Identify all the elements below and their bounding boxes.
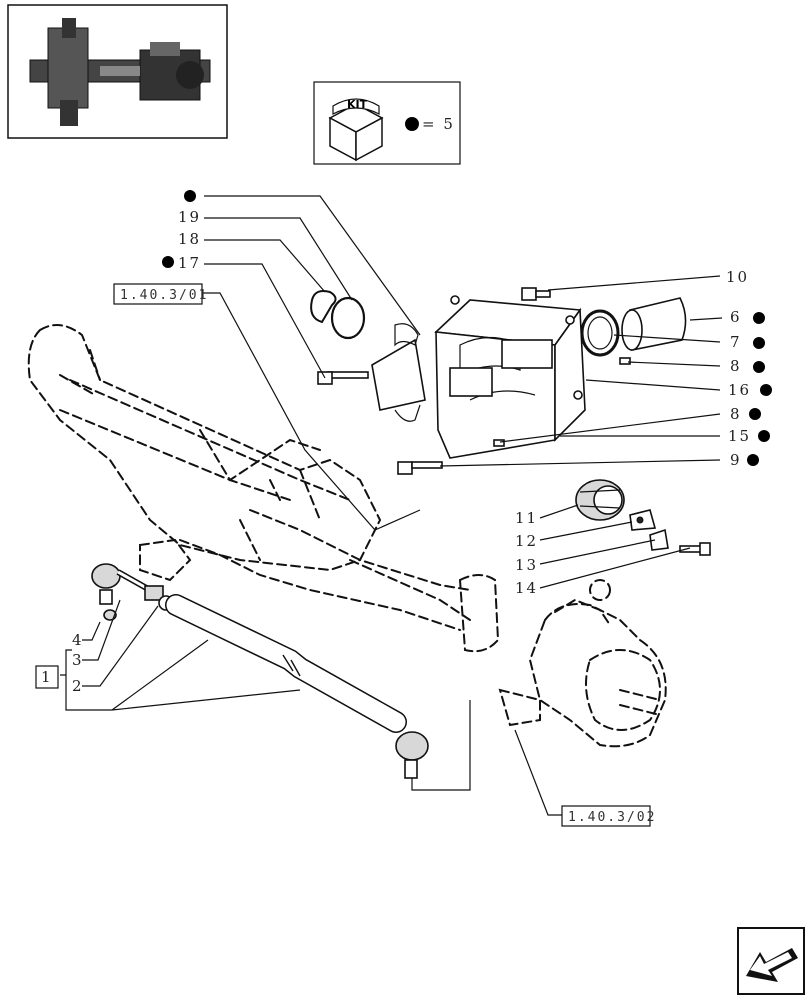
kit-legend: KIT = 5 bbox=[313, 81, 461, 165]
callout-18: 18 bbox=[178, 230, 201, 248]
kit-marker-dot bbox=[753, 361, 765, 373]
callout-19: 19 bbox=[178, 208, 201, 226]
axle-thumbnail[interactable] bbox=[7, 4, 228, 139]
kit-legend-text: = 5 bbox=[422, 115, 455, 133]
pin-8a bbox=[619, 357, 631, 365]
reference-top-text: 1.40.3/01 bbox=[120, 288, 208, 303]
callout-14: 14 bbox=[515, 579, 538, 597]
bolt-10 bbox=[521, 287, 551, 301]
bushing-6 bbox=[621, 297, 687, 351]
callout-1-box bbox=[35, 665, 59, 689]
callout-13: 13 bbox=[515, 556, 538, 574]
kit-marker-dot bbox=[758, 430, 770, 442]
arrow-down-left-icon[interactable] bbox=[737, 927, 805, 995]
callout-2: 2 bbox=[72, 677, 84, 695]
callout-11: 11 bbox=[515, 509, 538, 527]
kit-cube-icon bbox=[328, 98, 384, 162]
axle-housing-outline bbox=[27, 324, 500, 653]
clamp-12 bbox=[629, 509, 657, 531]
kit-marker-dot bbox=[184, 190, 196, 202]
callout-4: 4 bbox=[72, 631, 84, 649]
tie-rod-assembly bbox=[91, 563, 429, 779]
splined-sleeve-11 bbox=[575, 479, 625, 521]
callout-1: 1 bbox=[41, 668, 53, 686]
kit-marker-dot bbox=[162, 256, 174, 268]
kit-marker-dot bbox=[747, 454, 759, 466]
callout-10: 10 bbox=[726, 268, 749, 286]
callout-17: 17 bbox=[178, 254, 201, 272]
callout-15: 15 bbox=[728, 427, 751, 445]
pin-8b bbox=[493, 439, 505, 447]
bracket-13 bbox=[649, 528, 669, 551]
kit-marker-dot bbox=[760, 384, 772, 396]
bolt-17 bbox=[317, 371, 369, 385]
kit-label: KIT bbox=[347, 98, 368, 111]
kit-marker-dot bbox=[753, 312, 765, 324]
leader-lines bbox=[60, 195, 723, 816]
bearing-7 bbox=[580, 309, 620, 357]
reference-bottom-text: 1.40.3/02 bbox=[568, 810, 656, 825]
callout-8a: 8 bbox=[730, 357, 742, 375]
callout-9: 9 bbox=[730, 451, 742, 469]
differential-carrier bbox=[434, 295, 586, 459]
reference-box-top[interactable]: 1.40.3/01 bbox=[113, 283, 208, 305]
callout-7: 7 bbox=[730, 333, 742, 351]
kit-marker-dot bbox=[749, 408, 761, 420]
circlip-18 bbox=[310, 290, 337, 324]
bolt-9 bbox=[397, 461, 443, 475]
steering-hub-outline bbox=[498, 579, 667, 748]
callout-16: 16 bbox=[728, 381, 751, 399]
callout-6: 6 bbox=[730, 308, 742, 326]
circlip-19 bbox=[330, 296, 366, 340]
screw-14 bbox=[679, 542, 711, 556]
callout-labels: 19 18 17 10 6 7 8 16 8 15 9 11 12 13 14 … bbox=[35, 190, 772, 695]
reference-box-bottom[interactable]: 1.40.3/02 bbox=[561, 805, 656, 827]
callout-8b: 8 bbox=[730, 405, 742, 423]
callout-3: 3 bbox=[72, 651, 84, 669]
filled-dot-marker bbox=[405, 117, 419, 131]
callout-12: 12 bbox=[515, 532, 538, 550]
kit-marker-dot bbox=[753, 337, 765, 349]
half-shell bbox=[371, 323, 426, 422]
